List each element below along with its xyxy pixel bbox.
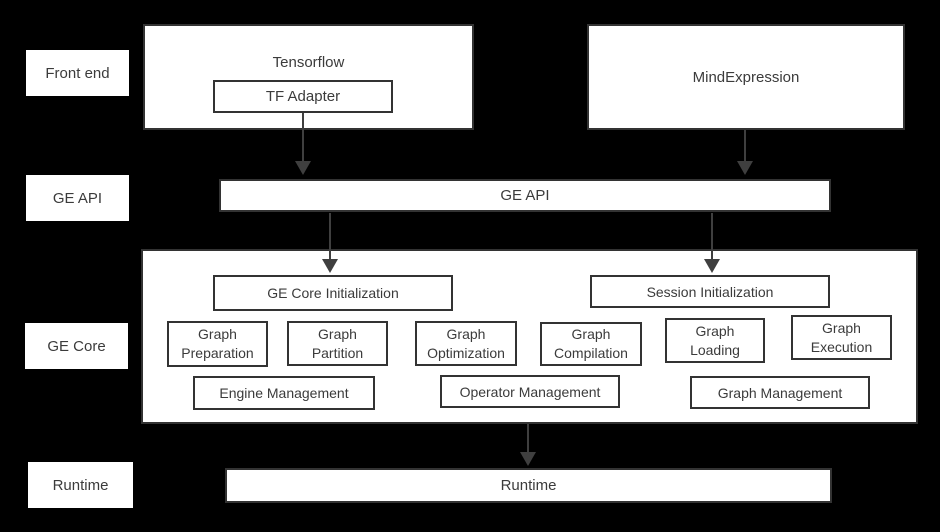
ge-core-initialization-box: GE Core Initialization xyxy=(213,275,453,311)
ge-api-bar: GE API xyxy=(219,179,831,212)
arrow-head-icon xyxy=(322,259,338,273)
arrow-line xyxy=(302,113,304,161)
module-graph-compilation-box: Graph Compilation xyxy=(540,322,642,366)
arrow-line xyxy=(711,213,713,259)
mindexpression-box: MindExpression xyxy=(587,24,905,130)
row-label-front-end: Front end xyxy=(26,50,129,96)
session-initialization-box: Session Initialization xyxy=(590,275,830,308)
module-graph-loading-box: Graph Loading xyxy=(665,318,765,363)
graph-management-box: Graph Management xyxy=(690,376,870,409)
ge-core-container: GE Core Initialization Session Initializ… xyxy=(141,249,918,424)
arrow-head-icon xyxy=(520,452,536,466)
arrow-line xyxy=(329,213,331,259)
arrow-ge-api-to-ge-core-initialization xyxy=(322,213,338,273)
arrow-tf-adapter-to-ge-api xyxy=(295,113,311,175)
arrow-line xyxy=(744,130,746,161)
arrow-line xyxy=(527,424,529,452)
tf-adapter-box: TF Adapter xyxy=(213,80,393,113)
arrow-ge-api-to-session-initialization xyxy=(704,213,720,273)
module-graph-execution-box: Graph Execution xyxy=(791,315,892,360)
arrow-head-icon xyxy=(295,161,311,175)
arrow-head-icon xyxy=(704,259,720,273)
arrow-mindexpression-to-ge-api xyxy=(737,130,753,175)
tensorflow-box: Tensorflow TF Adapter xyxy=(143,24,474,130)
operator-management-box: Operator Management xyxy=(440,375,620,408)
engine-management-box: Engine Management xyxy=(193,376,375,410)
row-label-ge-api: GE API xyxy=(26,175,129,221)
runtime-bar: Runtime xyxy=(225,468,832,503)
arrow-head-icon xyxy=(737,161,753,175)
tensorflow-title: Tensorflow xyxy=(272,54,345,71)
module-graph-preparation-box: Graph Preparation xyxy=(167,321,268,367)
arrow-ge-core-to-runtime xyxy=(520,424,536,466)
row-label-ge-core: GE Core xyxy=(25,323,128,369)
row-label-runtime: Runtime xyxy=(28,462,133,508)
module-graph-optimization-box: Graph Optimization xyxy=(415,321,517,366)
module-graph-partition-box: Graph Partition xyxy=(287,321,388,366)
